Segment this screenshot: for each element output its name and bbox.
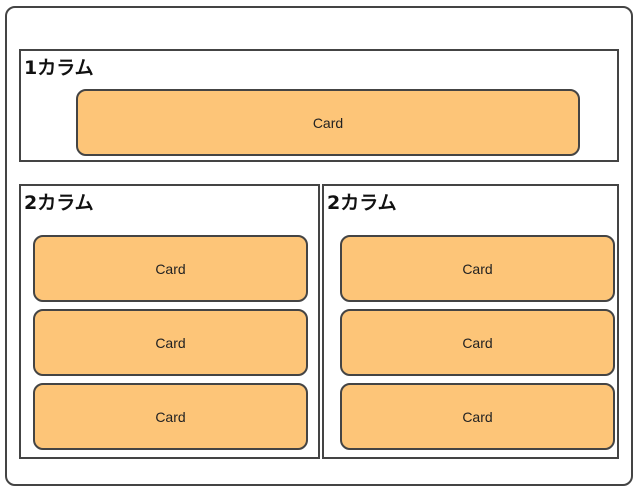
one-column-section: 1カラム Card (19, 49, 619, 162)
card: Card (340, 309, 615, 376)
section-title: 2カラム (327, 192, 397, 214)
card-label: Card (155, 334, 186, 351)
card-label: Card (462, 334, 493, 351)
card-label: Card (312, 114, 344, 131)
section-title: 2カラム (24, 192, 94, 214)
card: Card (33, 235, 308, 302)
section-title: 1カラム (24, 57, 94, 79)
card-label: Card (155, 260, 186, 277)
card-label: Card (462, 260, 493, 277)
card: Card (76, 89, 580, 156)
two-column-right-section: 2カラム Card Card Card (322, 184, 619, 459)
card: Card (340, 383, 615, 450)
card-label: Card (155, 408, 186, 425)
card: Card (33, 383, 308, 450)
card-label: Card (462, 408, 493, 425)
card: Card (340, 235, 615, 302)
card: Card (33, 309, 308, 376)
two-column-left-section: 2カラム Card Card Card (19, 184, 320, 459)
